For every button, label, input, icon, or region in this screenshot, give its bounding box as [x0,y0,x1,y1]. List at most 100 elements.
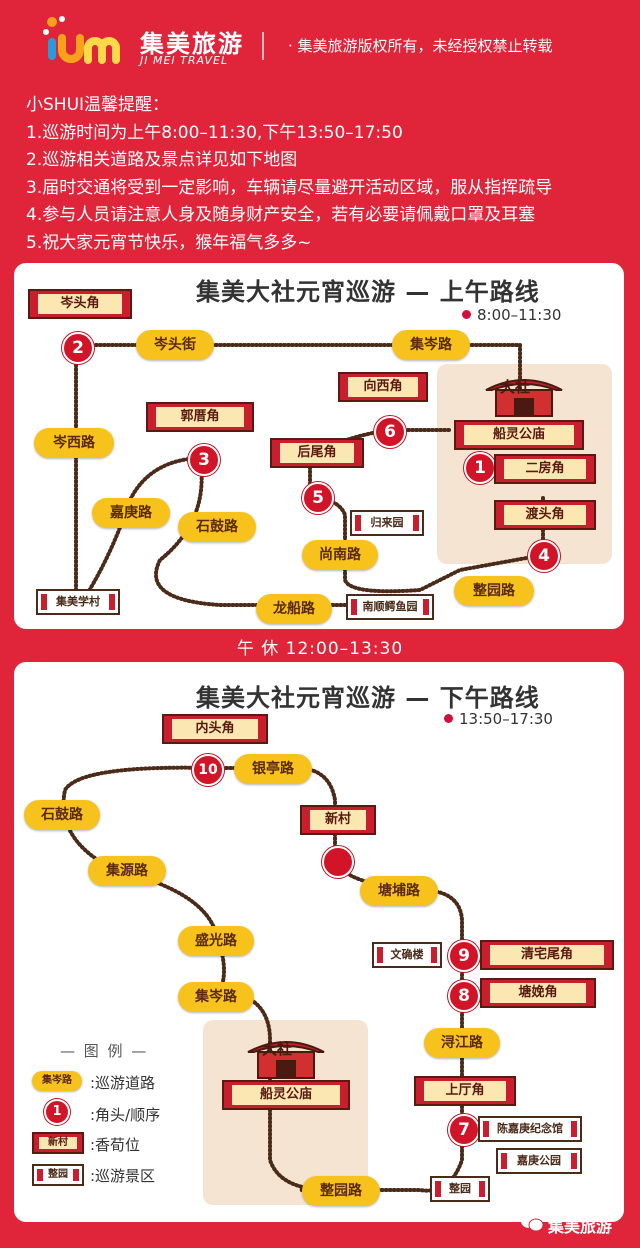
flag-centoujiao: 岑头角 [28,289,132,319]
sign-jimeixuecun: 集美学村 [36,589,120,615]
wechat-icon [521,1214,544,1232]
flag-guocuojiao: 郭厝角 [146,402,254,432]
road-label: 集岑路 [178,982,254,1012]
flag-chuanling-temple: 船灵公庙 [454,420,584,450]
flag-label: 船灵公庙 [464,425,574,445]
flag-label: 塘娩角 [490,983,586,1003]
road-label: 嘉庚路 [92,498,170,528]
flag-shangtingjiao: 上厅角 [414,1076,516,1106]
notice-item: 1.巡游时间为上午8:00–11:30,下午13:50–17:50 [26,122,403,143]
legend-label: :香荀位 [90,1136,141,1154]
legend-label: :角头/顺序 [90,1106,161,1124]
notice-item: 3.届时交通将受到一定影响，车辆请尽量避开活动区域，服从指挥疏导 [26,177,553,198]
order-badge: 7 [448,1114,480,1146]
road-label: 尚南路 [302,540,378,570]
flag-houweijiao: 后尾角 [270,438,364,468]
flag-label: 岑头角 [38,294,122,314]
route-path [78,343,522,382]
road-label: 塘埔路 [360,876,438,906]
notice-item: 4.参与人员请注意人身及随身财产安全，若有必要请佩戴口罩及耳塞 [26,205,536,225]
sign-nanshun-crocodile-park: 南顺鳄鱼园 [346,594,434,620]
road-label: 浔江路 [424,1028,500,1058]
temple-icon [247,1041,325,1079]
afternoon-plaza-area [203,1020,368,1205]
afternoon-time-text: 13:50–17:30 [459,710,553,728]
order-badge: 10 [192,754,224,786]
road-label: 岑头街 [136,330,214,360]
temple-label: 大社 [500,378,531,396]
road-label: 石鼓路 [178,512,256,542]
road-label: 银亭路 [234,754,312,784]
road-label: 石鼓路 [24,800,100,830]
sign-tan-kah-kee-memorial: 陈嘉庚纪念馆 [478,1116,582,1142]
temple-icon [485,379,563,417]
legend-flag-sample: 新村 [32,1132,84,1154]
noon-break: 午 休 12:00–13:30 [236,639,404,659]
copyright-notice: · 集美旅游版权所有，未经授权禁止转载 [288,37,553,55]
notice-item: 5.祝大家元宵节快乐，猴年福气多多~ [26,232,312,253]
notice-item: 2.巡游相关道路及景点详见如下地图 [26,150,298,170]
order-badge: 9 [448,940,480,972]
order-badge: 4 [528,540,560,572]
order-badge [322,846,354,878]
flag-label: 内头角 [172,719,258,739]
flag-erfangjiao: 二房角 [494,454,596,484]
flag-xiangxijiao: 向西角 [338,372,428,402]
order-badge: 3 [188,444,220,476]
flag-chuanling-temple: 船灵公庙 [222,1080,350,1110]
notice-title: 小SHUI温馨提醒： [26,95,170,115]
brand-name-en: JI MEI TRAVEL [140,54,229,67]
morning-time-text: 8:00–11:30 [477,306,562,324]
road-label: 整园路 [454,576,534,606]
flag-label: 船灵公庙 [232,1085,340,1105]
route-path [61,765,332,1192]
road-label: 龙船路 [256,594,332,624]
brand-name: 集美旅游 [140,30,244,58]
sign-jiageng-park: 嘉庚公园 [496,1148,582,1174]
order-badge: 1 [464,452,496,484]
sign-wenquelou: 文确楼 [372,942,442,968]
road-label: 集源路 [88,856,166,886]
flag-label: 渡头角 [504,505,586,525]
route-path [308,493,545,594]
road-label: 盛光路 [178,926,254,956]
sign-guilaiyuan: 归来园 [350,510,424,536]
temple-label: 大社 [262,1040,293,1058]
flag-xincun: 新村 [300,805,376,835]
brand-logo [43,16,120,64]
morning-route-title: 集美大社元宵巡游 — 上午路线 [196,278,540,306]
legend-label: :巡游景区 [90,1167,156,1185]
legend-sign-sample: 整园 [32,1164,84,1186]
flag-label: 上厅角 [424,1081,506,1101]
order-badge: 8 [448,980,480,1012]
divider [262,32,264,60]
order-badge: 5 [302,482,334,514]
flag-qingzhaiweijiao: 清宅尾角 [480,940,614,970]
watermark: 集美旅游 [548,1217,613,1236]
road-label: 整园路 [302,1176,380,1206]
flag-neitoujiao: 内头角 [162,714,268,744]
flag-label: 后尾角 [280,443,354,463]
notice-block: 小SHUI温馨提醒： 1.巡游时间为上午8:00–11:30,下午13:50–1… [26,92,552,257]
afternoon-route-title: 集美大社元宵巡游 — 下午路线 [196,684,540,712]
order-badge: 2 [62,332,94,364]
morning-time: 8:00–11:30 [462,306,561,324]
legend-title: — 图 例 — [60,1042,149,1060]
legend-label: :巡游道路 [90,1074,156,1092]
route-path [154,456,362,607]
sign-zhengyuan: 整园 [430,1176,490,1202]
flag-label: 新村 [39,1137,77,1149]
flag-label: 向西角 [348,377,418,397]
afternoon-time: 13:50–17:30 [444,710,553,728]
flag-label: 郭厝角 [156,407,244,427]
legend-badge-sample: 1 [44,1099,70,1125]
road-label: 集岑路 [392,330,470,360]
road-label: 岑西路 [34,428,114,458]
flag-label: 新村 [310,810,366,830]
flag-dutoujiao: 渡头角 [494,500,596,530]
flag-label: 清宅尾角 [490,945,604,965]
order-badge: 6 [374,416,406,448]
legend-road-sample: 集岑路 [32,1071,82,1091]
flag-tangwanjiao: 塘娩角 [480,978,596,1008]
flag-label: 二房角 [504,459,586,479]
